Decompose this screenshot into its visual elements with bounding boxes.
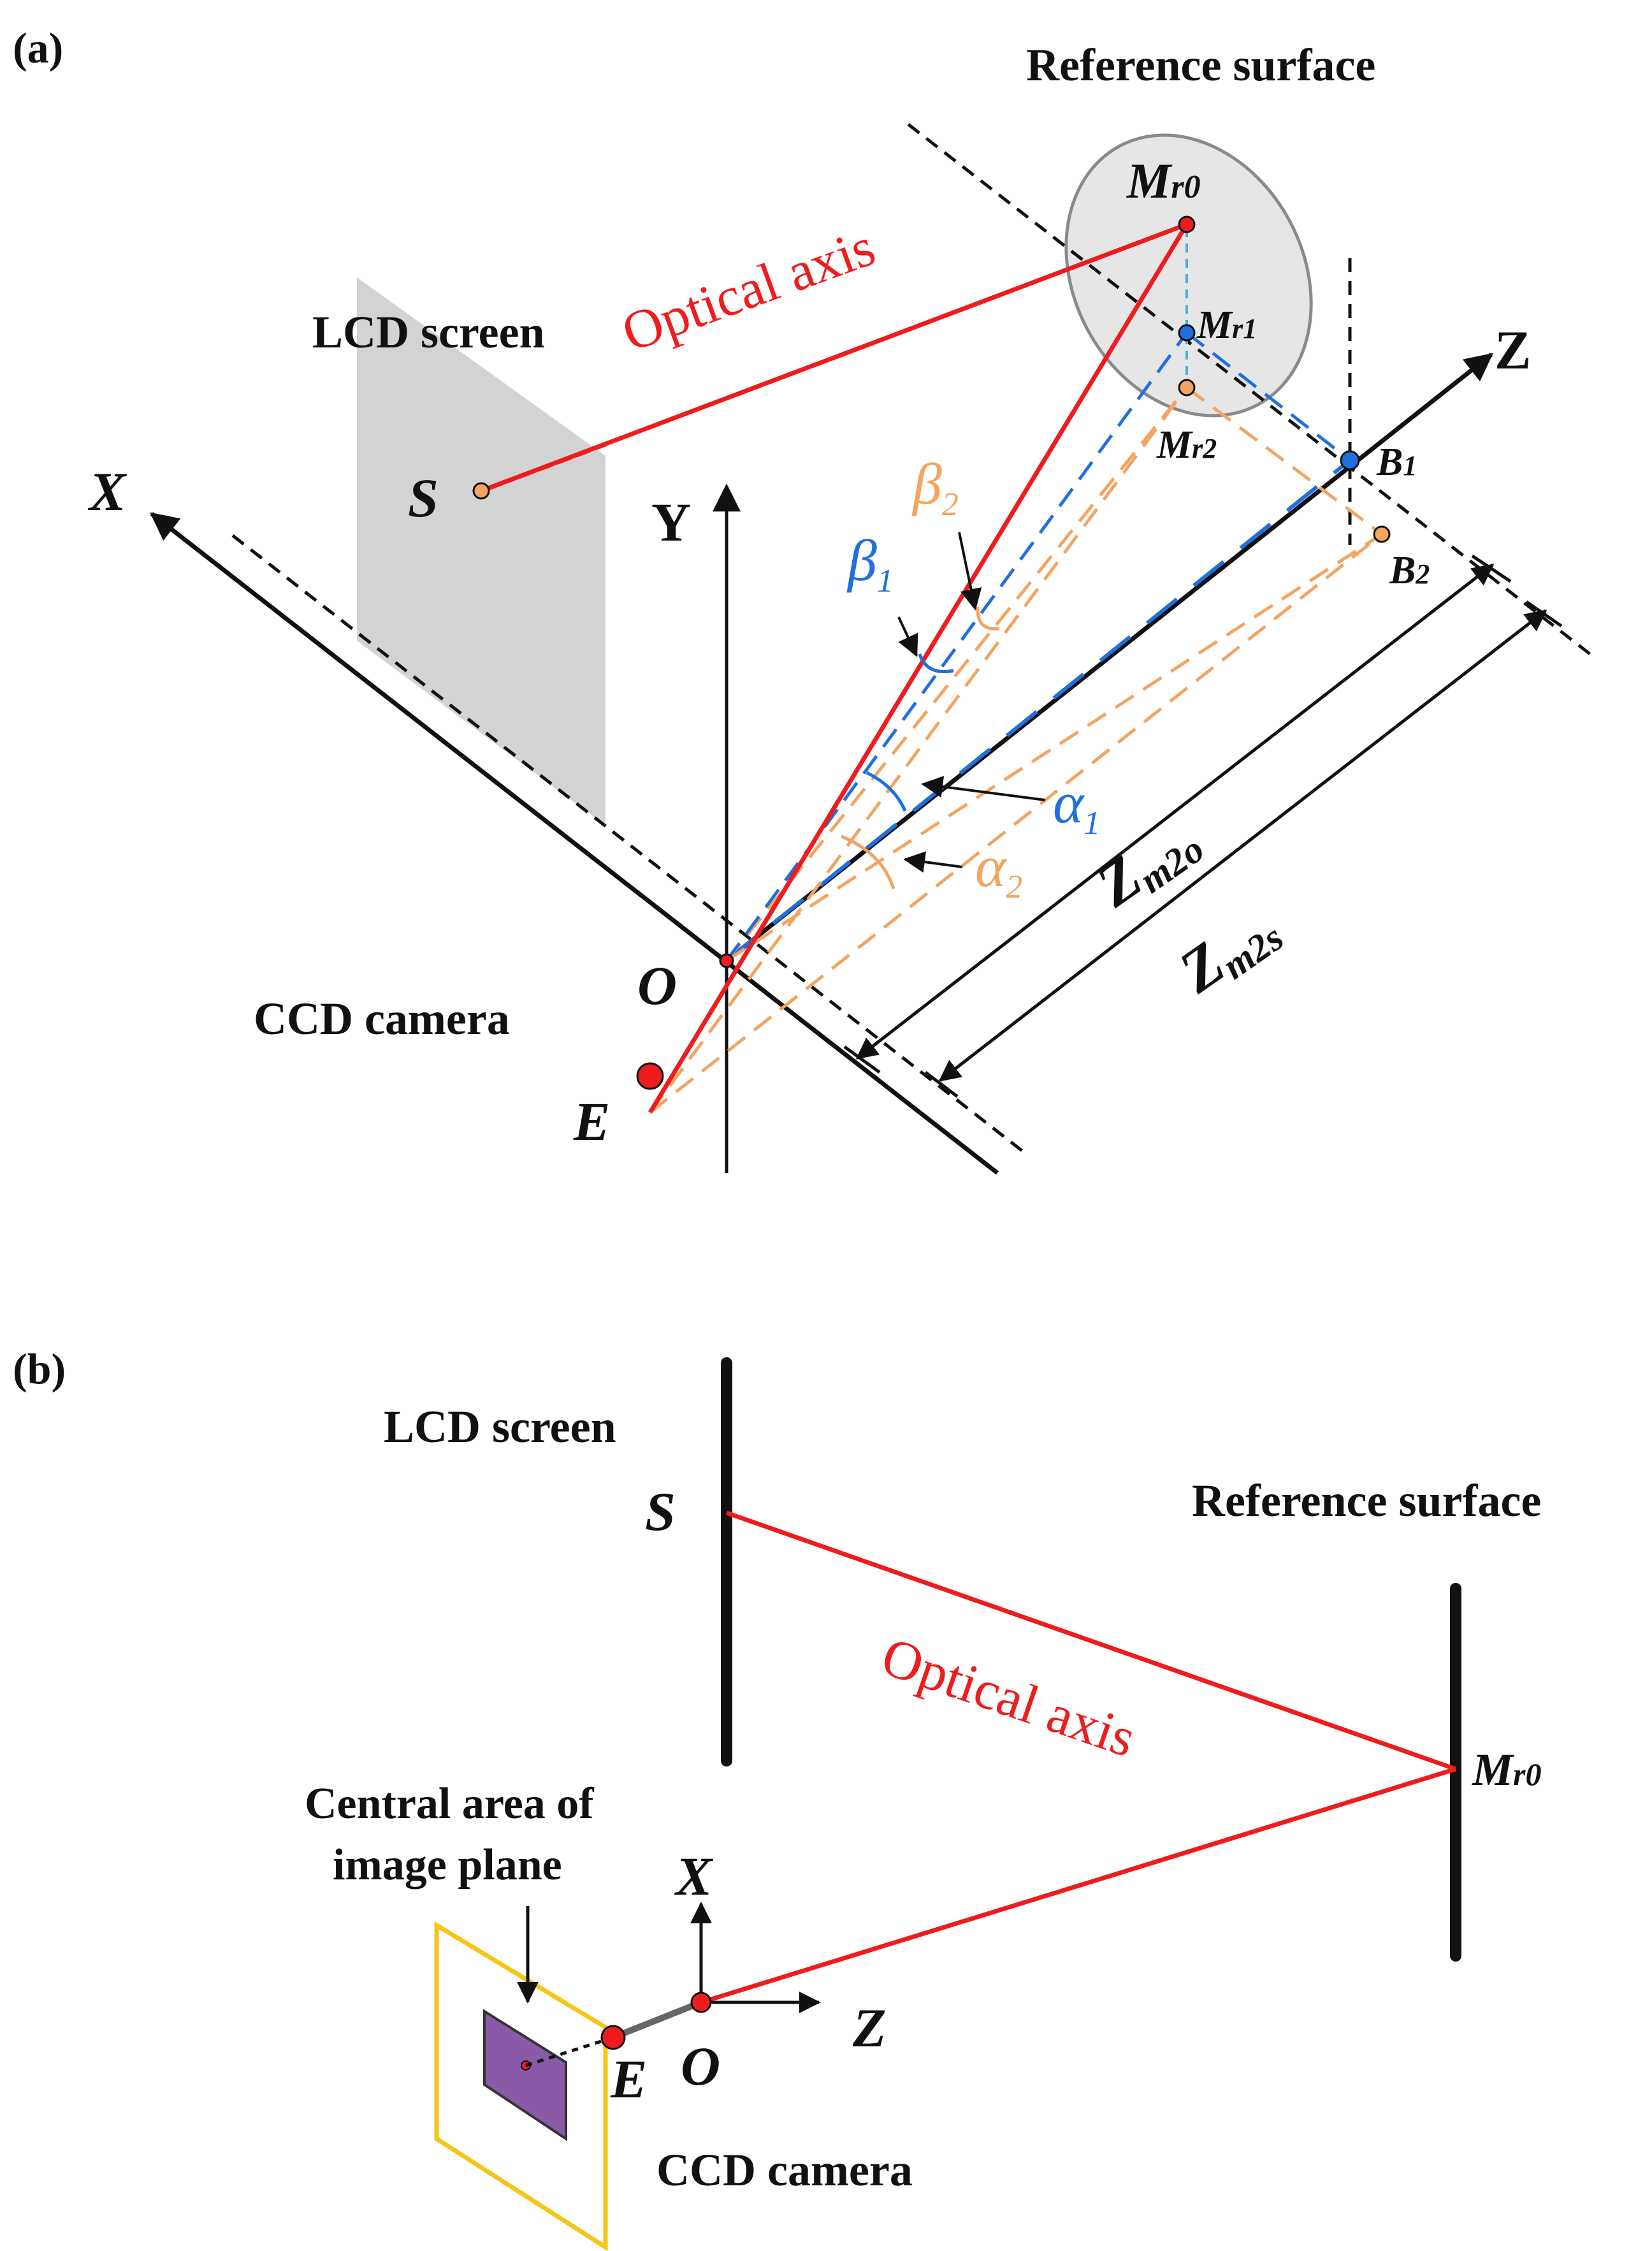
mr0-label-b: Mr0 bbox=[1472, 1744, 1542, 1795]
reference-surface-ellipse bbox=[1064, 133, 1313, 418]
z-axis-label-b: Z bbox=[852, 1997, 887, 2058]
z-axis-blue-overlay bbox=[725, 458, 1351, 963]
point-s bbox=[472, 482, 490, 500]
zm2o-tick-bottom bbox=[843, 1045, 881, 1074]
point-mr2 bbox=[1178, 379, 1196, 397]
b2-label: B2 bbox=[1389, 549, 1430, 592]
zm2s-tick-top bbox=[1525, 600, 1563, 628]
lcd-screen-label-b: LCD screen bbox=[384, 1401, 616, 1452]
s-label: S bbox=[408, 467, 438, 528]
zm2o-label: Zm2o bbox=[1083, 803, 1212, 923]
beta1-pointer bbox=[897, 616, 918, 657]
beta1-label: β1 bbox=[846, 528, 894, 599]
o-label: O bbox=[637, 955, 677, 1016]
point-e bbox=[636, 1062, 664, 1090]
zm2s-label: Zm2s bbox=[1166, 892, 1291, 1009]
point-o-b bbox=[690, 1992, 712, 2013]
orange-construction-lines bbox=[648, 386, 1383, 1114]
point-b2 bbox=[1373, 525, 1391, 543]
optical-axis-s-mr0-b bbox=[725, 1510, 1457, 1772]
ccd-camera-label-b: CCD camera bbox=[656, 2145, 913, 2196]
o-label-b: O bbox=[681, 2036, 720, 2097]
zm2s-tick-bottom bbox=[924, 1071, 959, 1098]
zm2s-dimension bbox=[938, 609, 1547, 1082]
y-axis-label: Y bbox=[651, 492, 691, 553]
alpha1-label: α1 bbox=[1053, 770, 1100, 841]
x-axis bbox=[150, 512, 999, 1175]
central-area-label-line1: Central area of bbox=[305, 1779, 594, 1828]
optical-axis-label: Optical axis bbox=[614, 215, 883, 363]
s-label-b: S bbox=[645, 1481, 676, 1542]
e-to-image-center bbox=[525, 2036, 614, 2067]
reference-surface-label: Reference surface bbox=[1026, 40, 1375, 91]
e-label: E bbox=[573, 1091, 610, 1152]
point-b1 bbox=[1340, 450, 1360, 470]
panel-b: (b) LCD screen Reference surface Optical… bbox=[13, 1344, 1542, 2251]
lcd-screen-plane bbox=[357, 277, 605, 826]
point-e-b bbox=[600, 2025, 626, 2050]
reference-surface-label-b: Reference surface bbox=[1192, 1475, 1541, 1526]
point-o bbox=[719, 953, 734, 968]
panel-a-tag: (a) bbox=[13, 24, 63, 72]
alpha2-label: α2 bbox=[975, 834, 1022, 905]
b1-label: B1 bbox=[1376, 441, 1417, 484]
e-label-b: E bbox=[610, 2048, 647, 2109]
zm2o-dimension bbox=[855, 564, 1495, 1060]
panel-a: (a) Reference surface LCD screen Optical… bbox=[13, 24, 1595, 1175]
optical-axis-s-dashed bbox=[480, 442, 607, 493]
image-plane-frame bbox=[434, 1921, 608, 2251]
ccd-camera-label: CCD camera bbox=[254, 993, 510, 1044]
alpha2-pointer bbox=[903, 851, 963, 873]
mr0-label: Mr0 bbox=[1126, 153, 1201, 208]
central-area-label-line2: image plane bbox=[333, 1840, 562, 1890]
point-mr1 bbox=[1178, 324, 1196, 342]
lcd-screen-label: LCD screen bbox=[312, 307, 545, 358]
image-plane-central-area bbox=[483, 2009, 567, 2141]
blue-construction-lines bbox=[725, 331, 1351, 962]
beta2-label: β2 bbox=[911, 451, 959, 523]
panel-b-tag: (b) bbox=[13, 1344, 66, 1393]
mr2-label: Mr2 bbox=[1156, 423, 1217, 467]
point-mr0 bbox=[1178, 215, 1196, 233]
e-to-o-link bbox=[612, 1999, 702, 2041]
x-axis-label: X bbox=[87, 461, 127, 522]
beta2-arc bbox=[976, 606, 1000, 630]
optical-axis-e-mr0 bbox=[648, 223, 1189, 1114]
z-axis-label: Z bbox=[1495, 319, 1531, 381]
x-axis-label-b: X bbox=[674, 1846, 714, 1907]
mr1-label: Mr1 bbox=[1196, 303, 1257, 347]
zm2o-tick-top bbox=[1471, 554, 1512, 583]
optical-axis-o-mr0-b bbox=[700, 1767, 1457, 2005]
